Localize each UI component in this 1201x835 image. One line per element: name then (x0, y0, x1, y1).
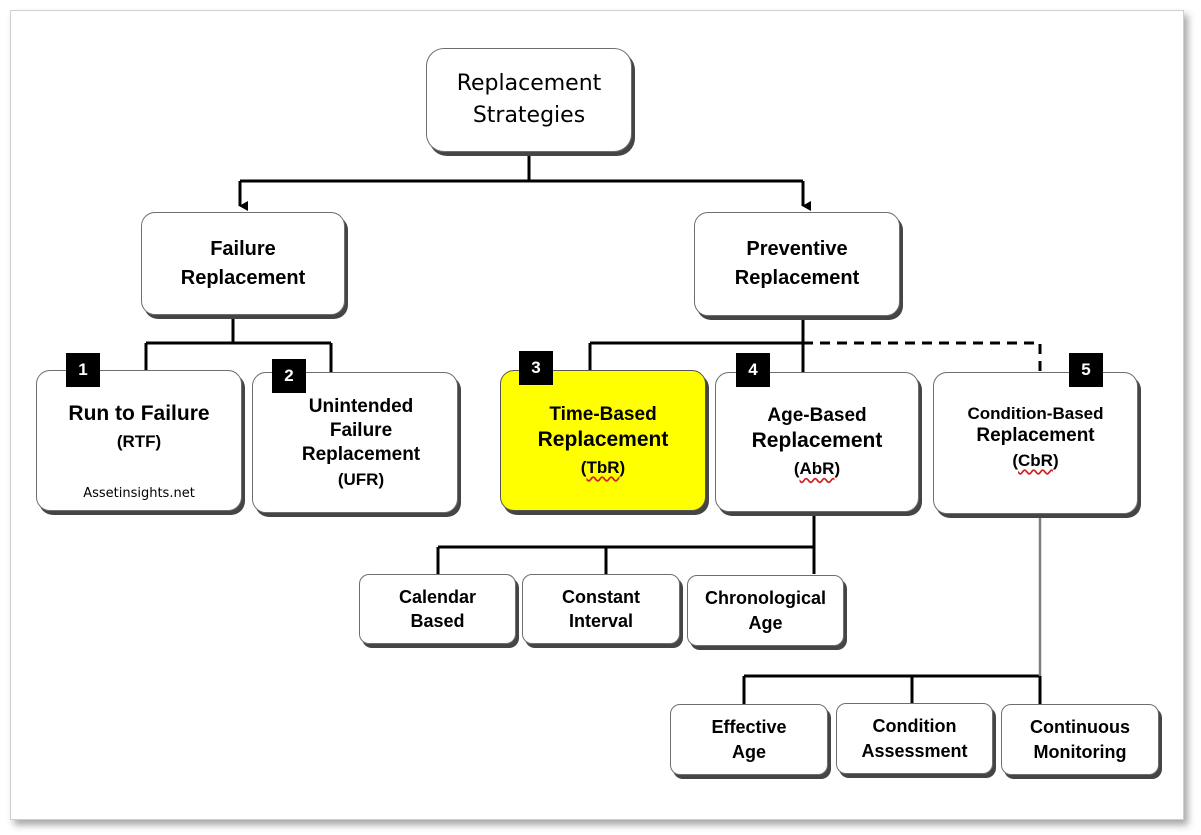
preventive-connector (588, 316, 805, 372)
failure-connector (144, 315, 333, 372)
assetinsights-watermark: Assetinsights.net (83, 485, 195, 501)
ufr-label-line2: Failure (329, 420, 393, 441)
preventive-replacement-node: Preventive Replacement (694, 212, 900, 316)
tbr-abbr: (TbR) (580, 457, 626, 477)
monitoring-label-line1: Continuous (1030, 717, 1130, 738)
condition-based-node: Condition-Based Replacement (CbR) (933, 372, 1138, 514)
badge-1: 1 (66, 353, 100, 387)
preventive-label-line2: Replacement (734, 267, 860, 289)
abr-abbr: (AbR) (793, 459, 841, 479)
unintended-failure-node: Unintended Failure Replacement (UFR) (252, 372, 458, 513)
effective-label-line2: Age (731, 741, 766, 762)
rtf-abbr: (RTF) (116, 432, 162, 452)
run-to-failure-node: Run to Failure (RTF) Assetinsights.net (36, 370, 242, 511)
constant-label-line2: Interval (568, 611, 634, 631)
root-connector (240, 152, 803, 183)
preventive-label-line1: Preventive (746, 238, 848, 260)
effective-label-line1: Effective (711, 717, 787, 738)
rtf-title: Run to Failure (68, 402, 210, 425)
root-label-line1: Replacement (456, 71, 602, 97)
assessment-label-line2: Assessment (861, 740, 968, 761)
calendar-label-line2: Based (410, 611, 465, 631)
monitoring-label-line2: Monitoring (1033, 741, 1127, 762)
badge-4: 4 (736, 353, 770, 387)
cbr-label-line2: Replacement (976, 425, 1095, 447)
abr-label-line1: Age-Based (767, 405, 867, 427)
age-based-node: Age-Based Replacement (AbR) (715, 372, 919, 512)
ufr-abbr: (UFR) (337, 469, 385, 489)
root-label-line2: Strategies (472, 103, 586, 128)
badge-3: 3 (519, 351, 553, 385)
badge-2: 2 (272, 359, 306, 393)
ufr-label-line1: Unintended (308, 396, 414, 418)
continuous-monitoring-node: Continuous Monitoring (1001, 704, 1159, 775)
failure-label-line1: Failure (210, 237, 276, 260)
failure-label-line2: Replacement (180, 266, 306, 289)
ufr-label-line3: Replacement (301, 443, 421, 465)
cbr-children-connector (742, 674, 1042, 704)
calendar-based-node: Calendar Based (359, 574, 516, 644)
abr-label-line2: Replacement (751, 429, 883, 453)
assessment-label-line1: Condition (872, 716, 957, 737)
tbr-label-line2: Replacement (537, 427, 669, 451)
cbr-abbr: (CbR) (1012, 451, 1059, 470)
chronological-age-node: Chronological Age (687, 575, 844, 646)
time-based-node: Time-Based Replacement (TbR) (500, 370, 706, 511)
chronological-label-line2: Age (748, 612, 783, 633)
replacement-strategies-node: Replacement Strategies (426, 48, 632, 152)
tbr-label-line1: Time-Based (549, 403, 657, 425)
cbr-label-line1: Condition-Based (967, 404, 1104, 423)
failure-replacement-node: Failure Replacement (141, 212, 345, 315)
chronological-label-line1: Chronological (705, 588, 826, 609)
constant-label-line1: Constant (562, 586, 640, 607)
abr-connector (436, 512, 816, 574)
condition-assessment-node: Condition Assessment (836, 703, 993, 774)
badge-5: 5 (1069, 353, 1103, 387)
cbr-dashed-connector (803, 341, 1042, 372)
constant-interval-node: Constant Interval (522, 574, 680, 644)
calendar-label-line1: Calendar (398, 586, 477, 607)
effective-age-node: Effective Age (670, 704, 828, 775)
